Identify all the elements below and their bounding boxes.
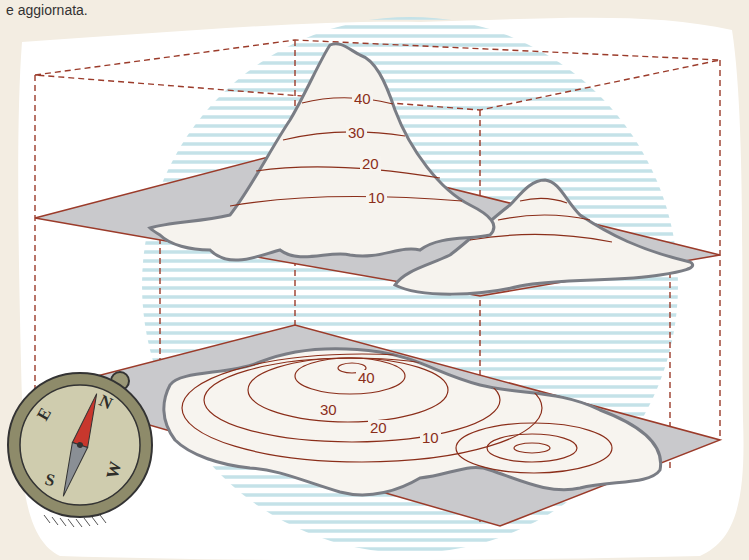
stripe (130, 115, 690, 119)
stripe (130, 133, 690, 137)
stripe (130, 295, 690, 299)
stripe (130, 25, 690, 29)
compass-letter: E (34, 405, 54, 423)
contour-number: 30 (318, 402, 339, 417)
stripe (130, 340, 690, 344)
stripe (130, 61, 690, 65)
contour-number: 40 (352, 91, 373, 106)
stripe (130, 70, 690, 74)
stripe (130, 43, 690, 47)
stripe (130, 304, 690, 308)
stripe (130, 520, 690, 524)
stripe (130, 538, 690, 542)
stripe (130, 322, 690, 326)
stripe (130, 124, 690, 128)
contour-number: 10 (420, 430, 441, 445)
compass-letter: W (104, 460, 125, 481)
contour-number: 40 (356, 370, 377, 385)
compass (8, 372, 152, 527)
stripe (130, 502, 690, 506)
stripe (130, 106, 690, 110)
stripe (130, 97, 690, 101)
stripe (130, 529, 690, 533)
white-sheet (18, 18, 743, 560)
big-mountain-contours (230, 98, 462, 206)
stripe (130, 88, 690, 92)
stripe (130, 511, 690, 515)
big-mountain (150, 44, 494, 260)
contour-number: 20 (368, 420, 389, 435)
contour-number: 10 (366, 190, 387, 205)
compass-letter: N (97, 392, 115, 413)
map-outline (164, 349, 661, 495)
stripe (130, 547, 690, 551)
contour-number: 20 (360, 156, 381, 171)
stripe (130, 16, 690, 20)
contour-number: 30 (346, 125, 367, 140)
page-text: e aggiornata. (6, 3, 88, 17)
stripe (130, 34, 690, 38)
stripe (130, 79, 690, 83)
stripe (130, 313, 690, 317)
stripe (130, 331, 690, 335)
map-contours (182, 354, 612, 473)
compass-letter: S (43, 471, 57, 490)
